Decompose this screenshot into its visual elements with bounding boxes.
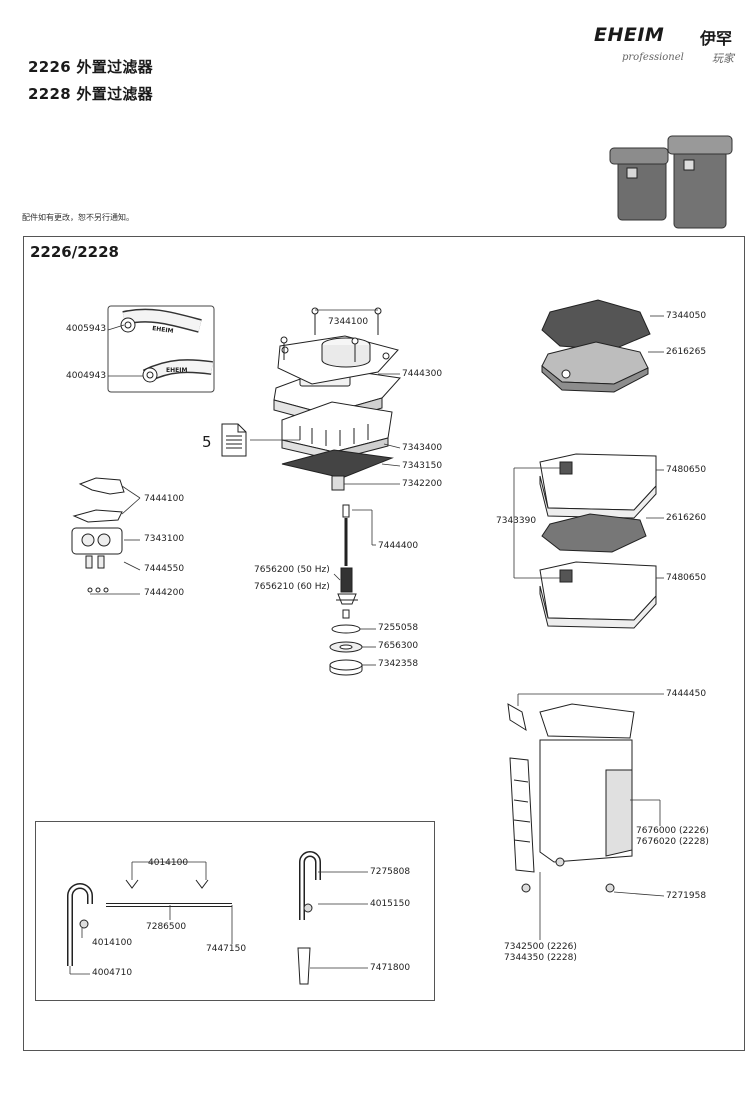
part-label-2616260: 2616260 <box>666 513 707 523</box>
part-label-7275808: 7275808 <box>370 867 411 877</box>
outlet-tube <box>297 851 321 985</box>
part-label-7444450: 7444450 <box>666 689 707 699</box>
document-number: 5 <box>202 433 212 451</box>
part-label-7343100: 7343100 <box>144 534 185 544</box>
part-label-7342500: 7342500 (2226) <box>504 942 577 952</box>
part-label-7344350: 7344350 (2228) <box>504 953 577 963</box>
part-label-7444100: 7444100 <box>144 494 185 504</box>
part-label-7444550: 7444550 <box>144 564 185 574</box>
part-label-7676020: 7676020 (2228) <box>636 837 709 847</box>
part-label-7255058: 7255058 <box>378 623 419 633</box>
part-label-7343400: 7343400 <box>402 443 443 453</box>
diagram-frame <box>23 236 745 1051</box>
hose-brand-label-1: EHEIM <box>152 325 174 335</box>
part-label-7342358: 7342358 <box>378 659 419 669</box>
spray-bar <box>106 879 232 907</box>
part-label-7444200: 7444200 <box>144 588 185 598</box>
part-label-4004710: 4004710 <box>92 968 133 978</box>
impeller-assembly <box>329 504 363 676</box>
canister-body <box>507 703 635 893</box>
hose-4004943 <box>142 359 213 383</box>
document-icon <box>221 423 247 457</box>
filter-basket-lower <box>539 561 657 629</box>
tap-adapter <box>71 477 125 593</box>
part-label-4015150: 4015150 <box>370 899 411 909</box>
title-2228: 2228 外置过滤器 <box>28 85 153 103</box>
filter-basket-upper <box>539 453 657 519</box>
hose-4005943 <box>120 308 202 333</box>
change-notice: 配件如有更改，恕不另行通知。 <box>22 213 134 222</box>
part-label-4005943: 4005943 <box>66 324 107 334</box>
part-label-7344100: 7344100 <box>328 317 369 327</box>
filter-pad-middle <box>541 513 647 553</box>
title-2226: 2226 外置过滤器 <box>28 58 153 76</box>
part-label-7271958: 7271958 <box>666 891 707 901</box>
diagram-section-title: 2226/2228 <box>30 243 119 261</box>
part-label-7344050: 7344050 <box>666 311 707 321</box>
part-label-7471800: 7471800 <box>370 963 411 973</box>
part-label-7480650-upper: 7480650 <box>666 465 707 475</box>
intake-tube <box>67 883 93 966</box>
part-label-7656210: 7656210 (60 Hz) <box>254 582 330 592</box>
part-label-7656200: 7656200 (50 Hz) <box>254 565 330 575</box>
brand-subtitle: professionel <box>622 52 684 63</box>
part-label-7286500: 7286500 <box>146 922 187 932</box>
part-label-7656300: 7656300 <box>378 641 419 651</box>
part-label-7343150: 7343150 <box>402 461 443 471</box>
filter-pads <box>541 299 651 393</box>
part-label-4014100-bottom: 4014100 <box>92 938 133 948</box>
brand-logo-cn: 伊罕 <box>700 29 733 48</box>
part-label-7480650-lower: 7480650 <box>666 573 707 583</box>
part-label-7444300: 7444300 <box>402 369 443 379</box>
part-label-7343390: 7343390 <box>496 516 537 526</box>
hose-brand-label-2: EHEIM <box>166 367 187 374</box>
part-label-7676000: 7676000 (2226) <box>636 826 709 836</box>
part-label-4014100-top: 4014100 <box>148 858 189 868</box>
part-label-7444400: 7444400 <box>378 541 419 551</box>
motor-housing <box>281 401 394 491</box>
brand-subtitle-cn: 玩家 <box>712 52 734 65</box>
part-label-2616265: 2616265 <box>666 347 707 357</box>
part-label-7447150: 7447150 <box>206 944 247 954</box>
product-photo <box>609 135 733 229</box>
accessories-frame <box>35 821 435 1001</box>
part-label-7342200: 7342200 <box>402 479 443 489</box>
brand-logo: EHEIM <box>594 24 665 46</box>
part-label-4004943: 4004943 <box>66 371 107 381</box>
